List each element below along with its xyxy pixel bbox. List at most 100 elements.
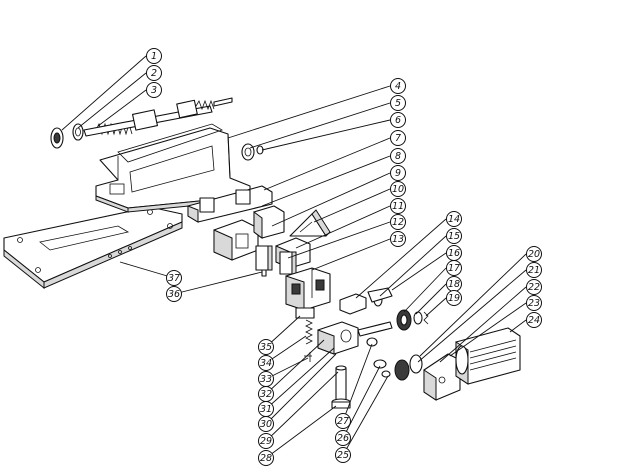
callout-number: 13 xyxy=(392,234,404,245)
callout-36: 36 xyxy=(166,286,182,302)
callout-26: 26 xyxy=(335,430,351,446)
callout-circle xyxy=(526,262,542,278)
callout-15: 15 xyxy=(446,228,462,244)
callout-25: 25 xyxy=(335,447,351,463)
shaft-assembly xyxy=(50,97,233,149)
callout-13: 13 xyxy=(390,231,406,247)
callout-circle xyxy=(446,228,462,244)
callout-37: 37 xyxy=(166,270,182,286)
callout-number: 31 xyxy=(260,404,272,415)
callout-12: 12 xyxy=(390,214,406,230)
callout-circle xyxy=(526,246,542,262)
callout-number: 14 xyxy=(448,214,460,225)
callout-circle xyxy=(146,65,162,81)
callout-17: 17 xyxy=(446,260,462,276)
callout-circle xyxy=(446,211,462,227)
bushing xyxy=(241,143,264,161)
callout-28: 28 xyxy=(258,450,274,466)
motor-coupling xyxy=(394,353,461,401)
callout-number: 28 xyxy=(260,453,272,464)
callout-number: 15 xyxy=(448,231,460,242)
callout-circle xyxy=(166,270,182,286)
callout-11: 11 xyxy=(390,198,406,214)
callout-circle xyxy=(390,181,406,197)
callout-22: 22 xyxy=(526,279,542,295)
callout-34: 34 xyxy=(258,355,274,371)
vertical-pin xyxy=(331,365,351,409)
callout-4: 4 xyxy=(390,78,406,94)
triangular-bracket xyxy=(289,209,331,237)
callout-circle xyxy=(390,165,406,181)
callout-number: 7 xyxy=(395,133,401,144)
callout-circle xyxy=(166,286,182,302)
callout-circle xyxy=(335,413,351,429)
callout-3: 3 xyxy=(146,82,162,98)
callout-number: 11 xyxy=(392,201,404,212)
callout-10: 10 xyxy=(390,181,406,197)
callout-2: 2 xyxy=(146,65,162,81)
callout-number: 22 xyxy=(528,282,540,293)
callout-circle xyxy=(390,112,406,128)
callout-circle xyxy=(526,312,542,328)
callout-circle xyxy=(146,82,162,98)
callout-circle xyxy=(446,290,462,306)
motor xyxy=(455,327,521,385)
callout-circle xyxy=(335,430,351,446)
callout-5: 5 xyxy=(390,95,406,111)
callout-16: 16 xyxy=(446,245,462,261)
callout-number: 25 xyxy=(337,450,349,461)
callout-29: 29 xyxy=(258,433,274,449)
callout-number: 37 xyxy=(168,273,180,284)
callout-number: 5 xyxy=(395,98,401,109)
callout-number: 29 xyxy=(260,436,272,447)
callout-9: 9 xyxy=(390,165,406,181)
callout-circle xyxy=(390,214,406,230)
nuts-washers xyxy=(366,337,391,378)
callout-number: 36 xyxy=(168,289,180,300)
callout-35: 35 xyxy=(258,339,274,355)
callout-circle xyxy=(258,433,274,449)
callout-33: 33 xyxy=(258,371,274,387)
callout-number: 34 xyxy=(260,358,272,369)
callout-number: 16 xyxy=(448,248,460,259)
callout-number: 8 xyxy=(395,151,401,162)
callout-circle xyxy=(258,450,274,466)
callout-21: 21 xyxy=(526,262,542,278)
callout-number: 21 xyxy=(528,265,540,276)
callout-14: 14 xyxy=(446,211,462,227)
callout-number: 32 xyxy=(260,389,272,400)
spring-pins xyxy=(295,307,315,362)
callout-number: 26 xyxy=(337,433,349,444)
callout-number: 33 xyxy=(260,374,272,385)
callout-circle xyxy=(526,279,542,295)
actuator-body xyxy=(317,321,393,355)
callout-number: 24 xyxy=(528,315,540,326)
callout-circle xyxy=(146,48,162,64)
callout-circle xyxy=(335,447,351,463)
callout-circle xyxy=(390,130,406,146)
callout-number: 6 xyxy=(395,115,401,126)
callout-32: 32 xyxy=(258,386,274,402)
bracket-center xyxy=(253,205,285,239)
coupling-parts xyxy=(339,287,393,315)
connector-bar xyxy=(187,185,273,223)
callout-24: 24 xyxy=(526,312,542,328)
callout-number: 17 xyxy=(448,263,460,274)
callout-circle xyxy=(258,355,274,371)
leader-lines xyxy=(61,55,527,459)
callout-number: 10 xyxy=(392,184,404,195)
callout-6: 6 xyxy=(390,112,406,128)
post-right xyxy=(279,251,297,275)
callout-number: 18 xyxy=(448,279,460,290)
base-plate xyxy=(3,206,183,290)
guide-blocks xyxy=(285,267,331,311)
callout-8: 8 xyxy=(390,148,406,164)
callout-circle xyxy=(526,295,542,311)
callout-20: 20 xyxy=(526,246,542,262)
callout-number: 12 xyxy=(392,217,404,228)
callout-number: 3 xyxy=(151,85,157,96)
callout-circle xyxy=(258,371,274,387)
callout-number: 23 xyxy=(528,298,540,309)
callout-circle xyxy=(390,148,406,164)
